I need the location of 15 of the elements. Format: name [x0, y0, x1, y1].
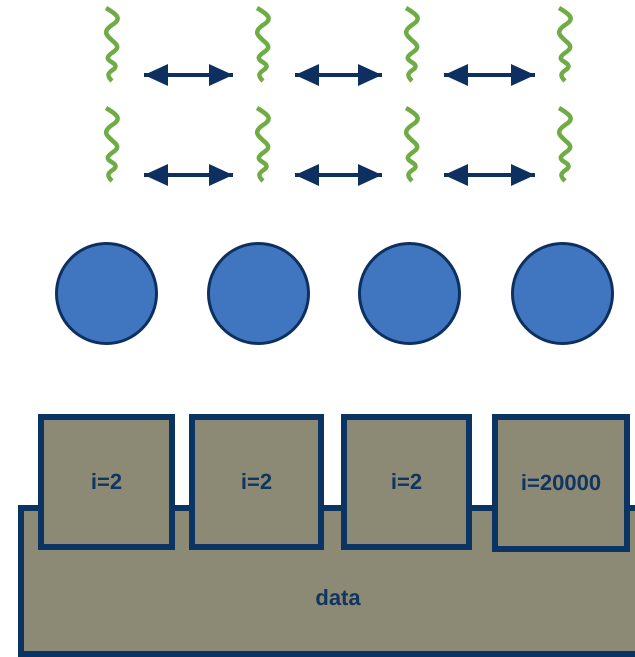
node-label: data: [315, 585, 361, 611]
process-box: [38, 414, 175, 550]
double-arrow: [444, 64, 535, 86]
node-label: i=2: [90, 469, 122, 495]
process-box: [189, 414, 324, 550]
double-arrow: [144, 164, 233, 186]
node-label: i=2: [240, 469, 272, 495]
process-box: [492, 414, 630, 552]
process-box: [341, 414, 472, 550]
double-arrow: [295, 64, 382, 86]
node-label: i=2: [390, 469, 422, 495]
node-label: i=20000: [520, 470, 602, 496]
double-arrow: [444, 164, 535, 186]
double-arrow: [144, 64, 233, 86]
double-arrow: [295, 164, 382, 186]
